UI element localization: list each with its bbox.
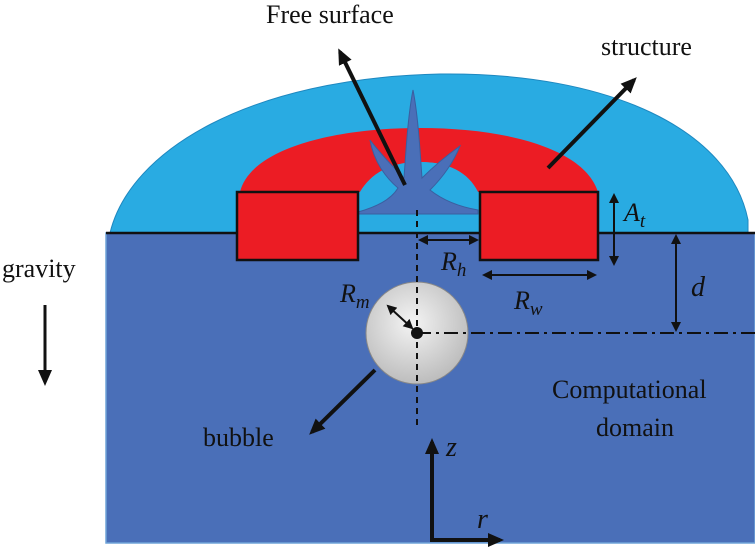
z-axis-label: z bbox=[445, 432, 457, 463]
bubble-arrow bbox=[309, 368, 377, 435]
free-surface-arrow bbox=[338, 48, 407, 186]
structure-block-left bbox=[235, 190, 360, 262]
rh-symbol: Rh bbox=[440, 247, 466, 281]
r-axis-label: r bbox=[477, 504, 488, 535]
free-surface-label: Free surface bbox=[266, 0, 394, 29]
d-symbol: d bbox=[691, 272, 706, 303]
gravity-label: gravity bbox=[2, 254, 76, 283]
computational-domain-label-line1: Computational bbox=[552, 375, 707, 404]
water-jet bbox=[357, 89, 479, 215]
structure-block-right bbox=[478, 190, 600, 262]
bubble-label: bubble bbox=[203, 423, 274, 452]
computational-domain-label-line2: domain bbox=[596, 413, 674, 442]
structure-arrow bbox=[546, 77, 637, 170]
rm-symbol: Rm bbox=[339, 279, 370, 313]
at-symbol: At bbox=[622, 198, 646, 232]
rm-arrow bbox=[386, 304, 414, 330]
rw-symbol: Rw bbox=[513, 286, 543, 320]
structure-label: structure bbox=[601, 32, 692, 61]
